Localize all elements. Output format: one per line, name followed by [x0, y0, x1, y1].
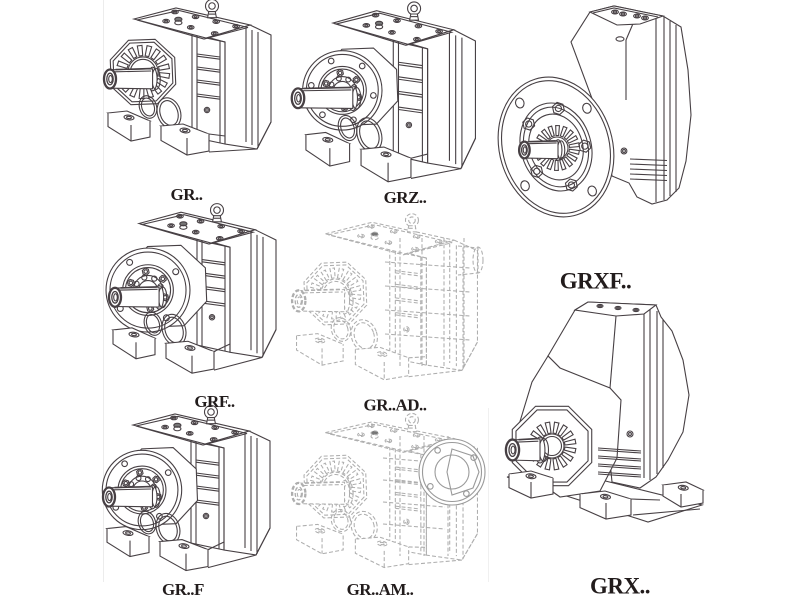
svg-text:GRF..: GRF..: [194, 392, 235, 411]
svg-text:GR..: GR..: [171, 185, 203, 204]
svg-text:GRX..: GRX..: [590, 574, 650, 599]
svg-text:GR..AD..: GR..AD..: [363, 396, 426, 415]
svg-text:GRXF..: GRXF..: [560, 269, 632, 294]
svg-text:GRZ..: GRZ..: [384, 188, 427, 207]
svg-text:GR..F: GR..F: [162, 580, 204, 599]
svg-text:GR..AM..: GR..AM..: [347, 580, 414, 599]
